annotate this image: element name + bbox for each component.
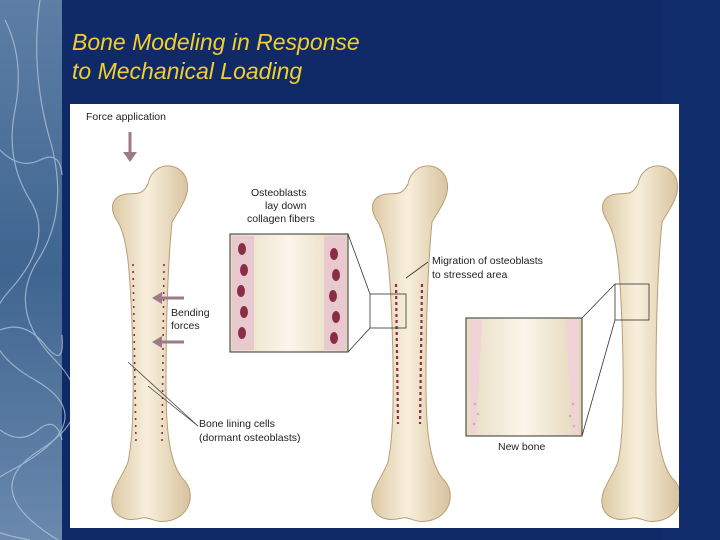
new-bone-inset [465, 283, 616, 437]
force-arrow-icon [123, 132, 137, 162]
slide-title: Bone Modeling in Response to Mechanical … [72, 28, 572, 86]
bending-forces-label-line2: forces [171, 320, 200, 332]
femur-remodeled [601, 165, 679, 523]
migration-leader-line [405, 261, 429, 279]
migration-label-line1: Migration of osteoblasts [432, 255, 543, 267]
bending-arrow-icon [152, 292, 184, 348]
marble-strip [0, 0, 62, 540]
bone-modeling-figure: Force application Bending forces Bone li… [70, 104, 679, 528]
osteoblasts-label-line2: lay down [265, 200, 307, 212]
title-line-1: Bone Modeling in Response [72, 29, 360, 55]
migration-focus-box [369, 293, 407, 329]
new-bone-label: New bone [498, 441, 545, 453]
lining-leader-lines [127, 361, 199, 427]
femur-original [111, 165, 191, 523]
new-bone-focus-box [614, 283, 650, 321]
lining-cells-label-line2: (dormant osteoblasts) [199, 432, 301, 444]
femur-migration [371, 165, 451, 523]
bending-forces-label-line1: Bending [171, 307, 210, 319]
osteoblasts-label-line1: Osteoblasts [251, 187, 306, 199]
migration-label-line2: to stressed area [432, 269, 507, 281]
title-line-2: to Mechanical Loading [72, 58, 303, 84]
osteoblasts-label-line3: collagen fibers [247, 213, 315, 225]
osteoblast-inset [229, 233, 371, 353]
force-application-label: Force application [86, 111, 166, 123]
lining-cells-label-line1: Bone lining cells [199, 418, 275, 430]
